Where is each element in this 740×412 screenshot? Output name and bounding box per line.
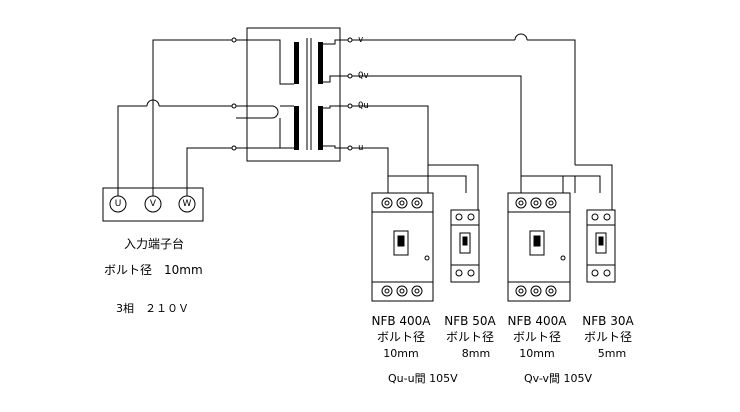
breaker-3-name: NFB 400A [507,314,567,328]
breaker-2 [450,209,480,283]
breaker-2-bolt-label: ボルト径 [445,330,494,344]
wire-w [186,147,232,196]
group-1-label: Qu-u間 105V [388,372,458,385]
breaker-1-bolt-size: 10mm [383,347,419,360]
group-2-label: Qv-v間 105V [524,372,593,385]
wire-secondary-u [352,147,389,165]
breaker-4 [586,209,616,283]
breaker-3 [507,192,571,302]
wire-secondary-qv [352,75,522,165]
wire-v [152,39,232,196]
terminal-label-v: v [358,35,364,45]
breaker-1 [371,192,434,302]
input-block-bolt: ボルト径 10mm [104,263,203,277]
terminal-label-u: u [358,143,364,153]
terminal-label-qv: Qv [358,71,369,81]
terminal-letter-u: U [114,199,122,209]
input-block-title: 入力端子台 [124,237,185,251]
transformer-box [246,27,341,162]
wire-u [117,105,147,196]
transformer-terminals [231,37,353,151]
terminal-label-qu: Qu [358,101,369,111]
terminal-letter-w: W [182,199,192,209]
breaker-2-bolt-size: 8mm [461,347,491,360]
wire-secondary-qu [352,105,429,165]
breaker-1-name: NFB 400A [371,314,431,328]
transformer-windings [294,42,323,150]
breaker-4-bolt-size: 5mm [597,347,627,360]
terminal-letter-v: V [149,199,157,209]
breaker-3-bolt-label: ボルト径 [512,330,561,344]
breaker-4-name: NFB 30A [582,314,634,328]
breaker-2-name: NFB 50A [444,314,496,328]
breaker-1-bolt-label: ボルト径 [376,330,425,344]
input-block-power: 3相 ２１０Ｖ [116,302,189,315]
breaker-3-bolt-size: 10mm [519,347,555,360]
breaker-4-bolt-label: ボルト径 [583,330,632,344]
